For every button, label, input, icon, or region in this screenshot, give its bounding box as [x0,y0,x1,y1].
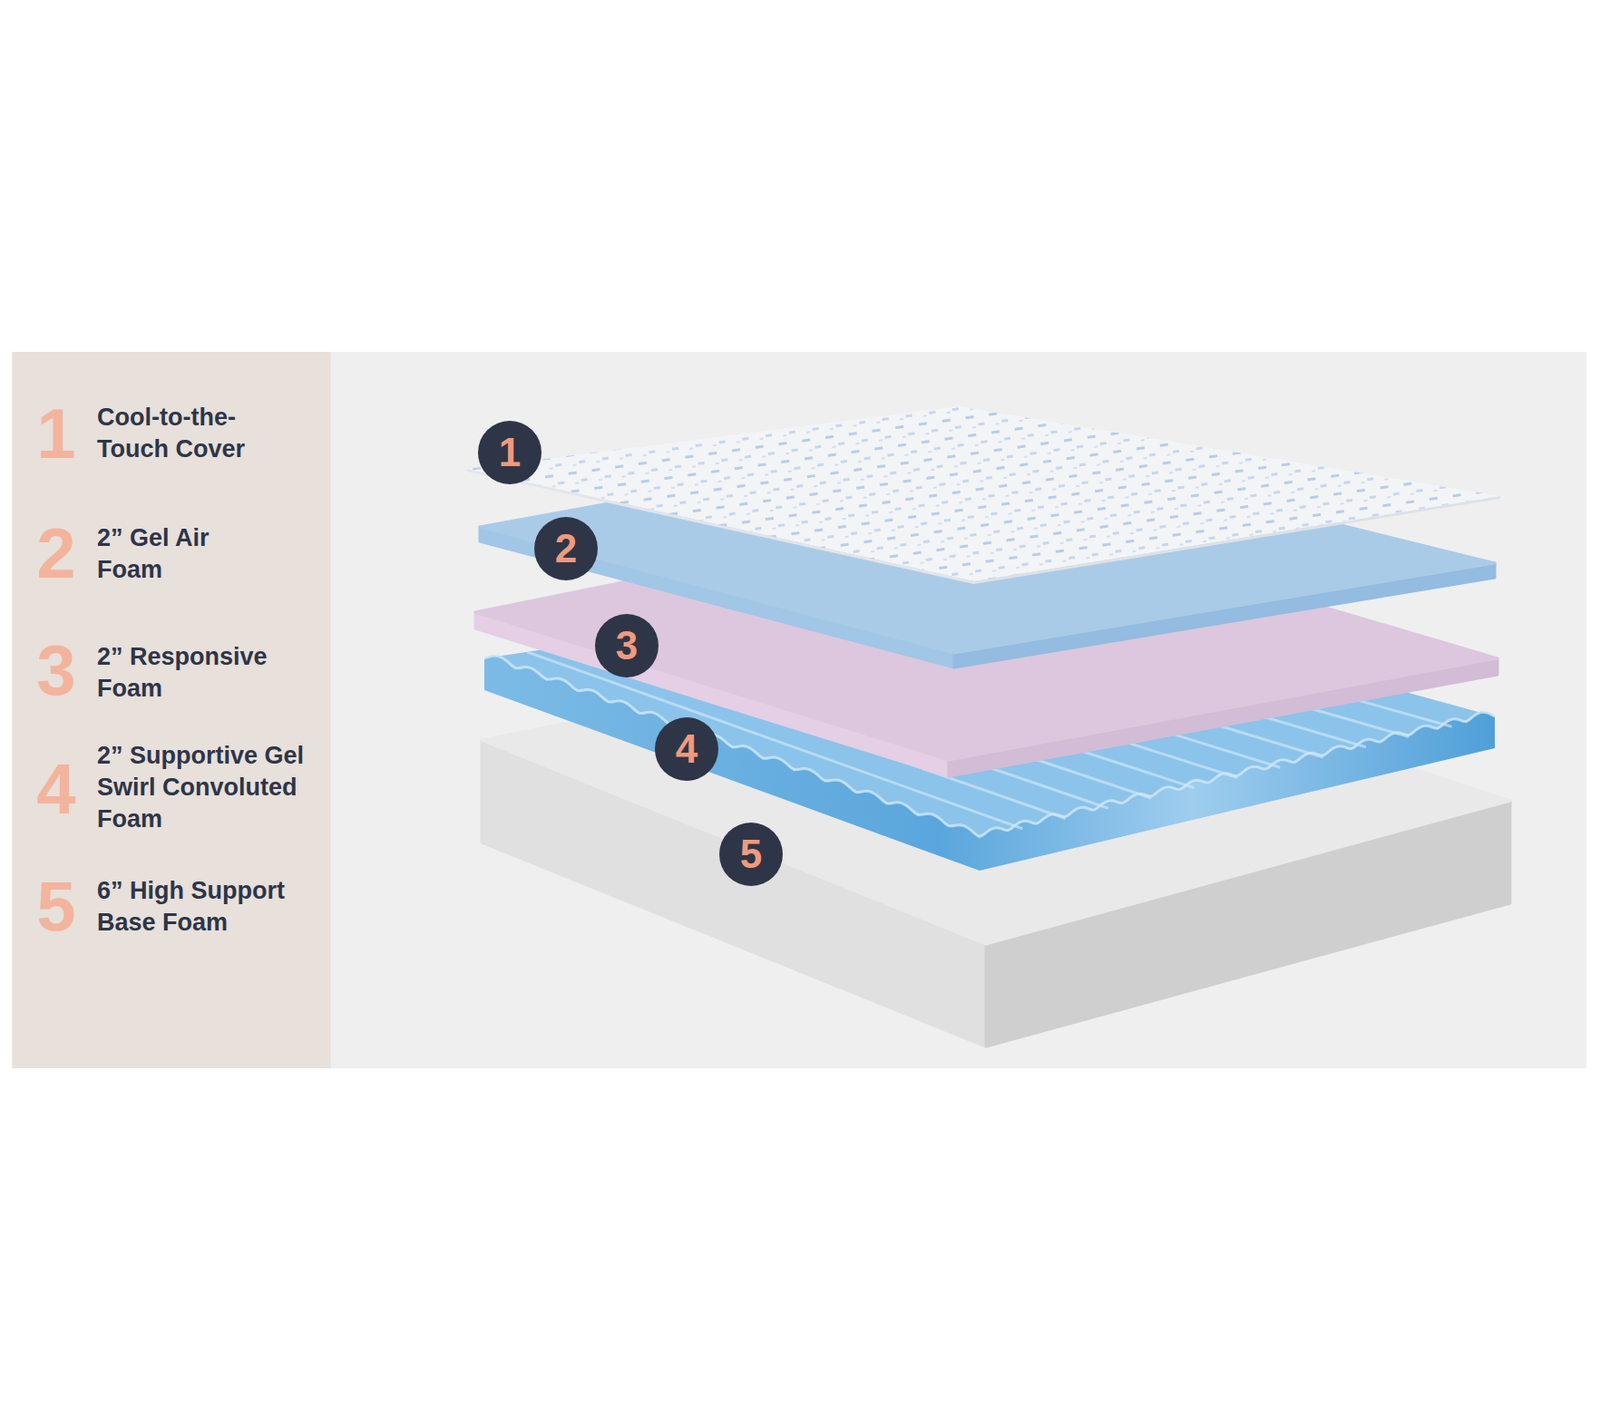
cover-pattern [467,406,1501,582]
legend-number: 2 [29,517,84,589]
legend-number: 3 [29,634,84,706]
callout-circle: 5 [719,822,783,887]
background-panel [12,351,1588,1069]
callout-number: 3 [615,625,638,666]
legend-text: 2” Gel Air Foam [97,522,265,586]
legend-text: 2” Responsive Foam [97,641,311,705]
legend-text: Cool-to-the- Touch Cover [97,401,283,466]
callout-number: 1 [498,432,521,473]
legend-number: 4 [29,753,84,825]
callout-circle: 3 [595,614,659,678]
legend-number: 5 [29,870,84,942]
layer-top [467,406,1501,582]
legend-text: 2” Supportive Gel Swirl Convoluted Foam [97,740,315,836]
legend-panel [12,351,332,1069]
cover-layer [467,406,1501,585]
callout-circle: 4 [654,717,719,781]
legend-text: 6” High Support Base Foam [97,875,320,939]
callout-circle: 1 [478,420,542,485]
layer-stack [467,406,1511,1047]
legend-number: 1 [29,398,84,469]
callout-number: 4 [675,729,698,770]
legend-band: 1Cool-to-the- Touch Cover22” Gel Air Foa… [12,351,332,1069]
callout-circle: 2 [534,517,598,581]
callout-number: 5 [740,834,762,875]
callout-number: 2 [555,528,577,569]
